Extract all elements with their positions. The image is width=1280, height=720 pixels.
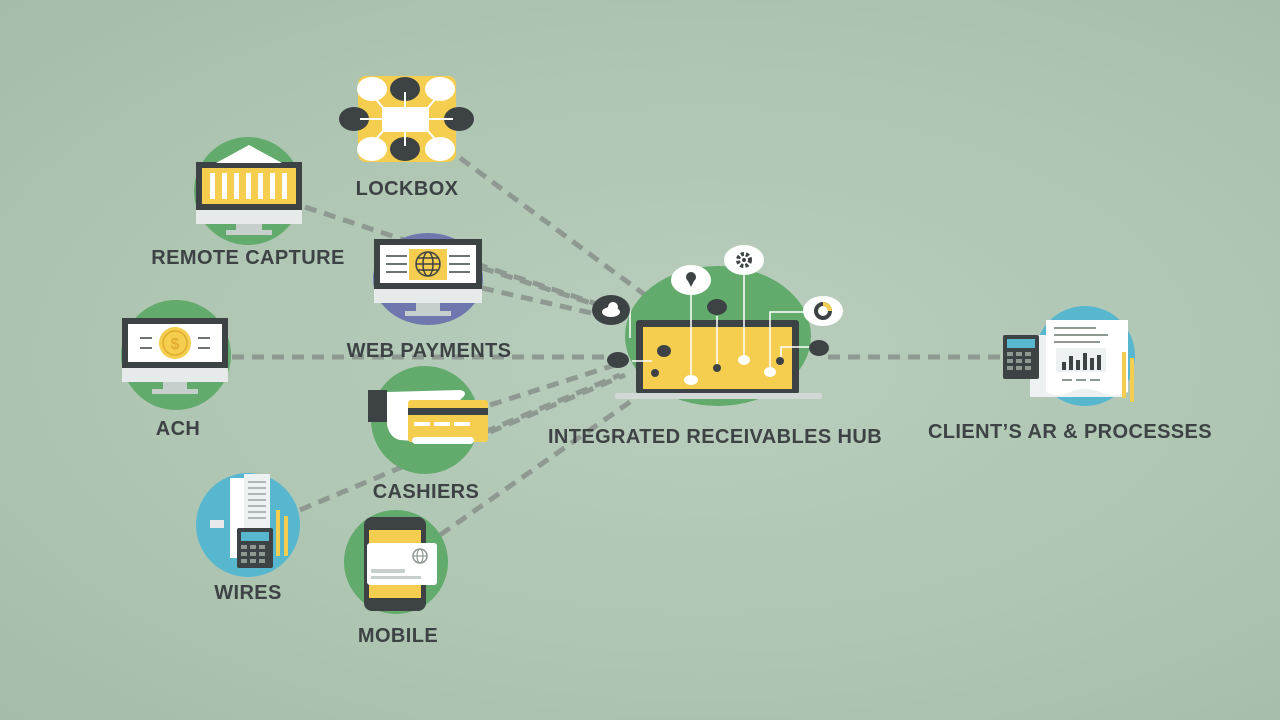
client-node: CLIENT’S AR & PROCESSES xyxy=(928,306,1212,443)
globe-monitor-icon xyxy=(374,239,482,316)
laptop-network-icon xyxy=(592,245,843,399)
connector-wires-hub xyxy=(299,372,621,513)
connector-remote-capture-hub xyxy=(304,204,601,308)
lockbox-grid-icon xyxy=(339,76,474,162)
cashiers-label: CASHIERS xyxy=(373,481,480,503)
lockbox-label: LOCKBOX xyxy=(356,178,459,200)
cashiers-node: CASHIERS xyxy=(368,366,488,503)
dollar-coin-monitor-icon: $ xyxy=(122,318,228,394)
mobile-label: MOBILE xyxy=(358,625,438,647)
lockbox-node: LOCKBOX xyxy=(339,76,474,200)
bank-monitor-icon xyxy=(196,145,302,235)
hub-node: INTEGRATED RECEIVABLES HUB xyxy=(548,245,882,448)
smartphone-card-icon xyxy=(364,517,437,611)
wires-node: WIRES xyxy=(196,473,300,604)
donut-chart-icon xyxy=(803,296,843,326)
remote-capture-node: REMOTE CAPTURE xyxy=(151,137,344,269)
connector-cashiers-hub-1 xyxy=(489,362,616,408)
connector-mobile-hub xyxy=(438,392,642,538)
connector-web-payments-hub-1 xyxy=(481,265,601,309)
gear-icon xyxy=(724,245,764,275)
mobile-node: MOBILE xyxy=(344,510,448,647)
connector-lockbox-hub xyxy=(458,155,647,298)
document-calculator-icon xyxy=(210,474,288,568)
remote-capture-label: REMOTE CAPTURE xyxy=(151,247,344,269)
web-payments-node: WEB PAYMENTS xyxy=(347,233,512,362)
connector-web-payments-hub-2 xyxy=(481,285,601,318)
client-label: CLIENT’S AR & PROCESSES xyxy=(928,421,1212,443)
web-payments-label: WEB PAYMENTS xyxy=(347,340,512,362)
ach-label: ACH xyxy=(156,418,201,440)
connectors xyxy=(232,155,1005,538)
hand-card-icon xyxy=(368,390,488,444)
hub-label: INTEGRATED RECEIVABLES HUB xyxy=(548,426,882,448)
svg-text:$: $ xyxy=(171,336,180,353)
cloud-icon xyxy=(592,295,630,325)
ach-node: $ ACH xyxy=(121,300,231,440)
calculator-report-icon xyxy=(1003,320,1134,402)
wires-label: WIRES xyxy=(214,582,282,604)
location-pin-icon xyxy=(671,265,711,295)
